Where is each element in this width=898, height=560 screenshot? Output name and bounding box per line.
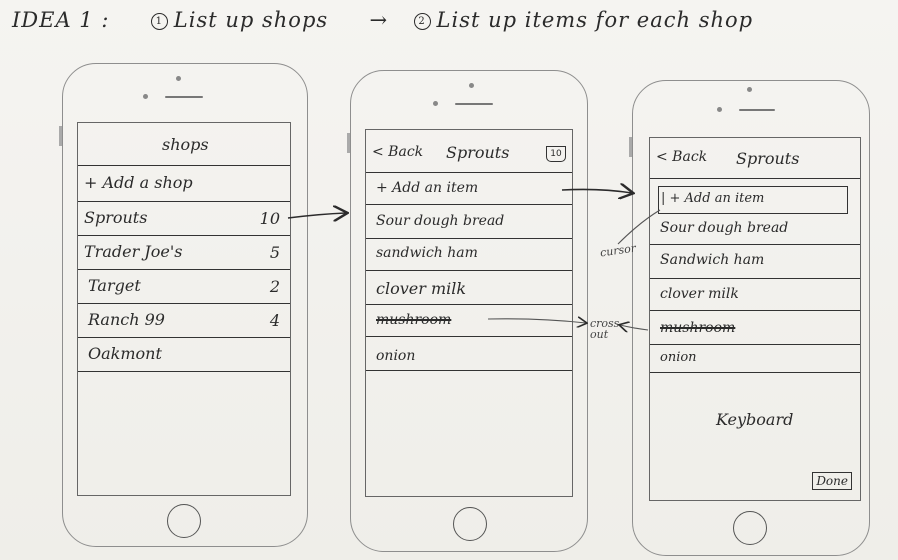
- done-button[interactable]: Done: [812, 472, 852, 490]
- item-row[interactable]: clover milk: [650, 280, 860, 311]
- idea-label: IDEA 1 :: [12, 8, 110, 32]
- home-button[interactable]: [167, 504, 201, 538]
- item-row[interactable]: onion: [650, 346, 860, 373]
- shop-count: 2: [269, 277, 280, 296]
- side-button: [347, 133, 350, 153]
- add-item-input[interactable]: | + Add an item: [658, 186, 848, 214]
- shop-count: 4: [269, 311, 280, 330]
- item-name-crossed: mushroom: [376, 312, 452, 328]
- item-name: onion: [376, 348, 416, 364]
- item-name: clover milk: [660, 286, 739, 302]
- item-name: Sandwich ham: [660, 252, 765, 268]
- item-row[interactable]: Sour dough bread: [366, 206, 572, 239]
- item-name: clover milk: [376, 279, 467, 298]
- shop-name: Trader Joe's: [84, 242, 183, 261]
- side-button: [59, 126, 62, 146]
- phone-add-item: < Back Sprouts | + Add an item Sour doug…: [629, 80, 870, 556]
- camera-dot: [747, 87, 752, 92]
- cross-out-annotation: cross out: [590, 317, 620, 341]
- shop-row[interactable]: Sprouts 10: [78, 203, 290, 236]
- shop-count: 10: [259, 209, 280, 228]
- add-shop-button[interactable]: + Add a shop: [84, 173, 193, 192]
- item-row[interactable]: Sandwich ham: [650, 246, 860, 279]
- sketch-title: IDEA 1 : 1 List up shops → 2 List up items…: [12, 8, 753, 32]
- back-button[interactable]: < Back: [372, 144, 424, 160]
- shops-header: shops: [162, 135, 209, 154]
- screen-add-item: < Back Sprouts | + Add an item Sour doug…: [649, 137, 861, 501]
- title-arrow: →: [369, 8, 389, 32]
- add-shop-row[interactable]: + Add a shop: [78, 167, 290, 202]
- screen-title: Sprouts: [446, 143, 510, 162]
- camera-dot: [717, 107, 722, 112]
- header-row: shops: [78, 123, 290, 166]
- keyboard-placeholder: Keyboard: [716, 410, 794, 429]
- add-item-input-text: | + Add an item: [661, 191, 765, 206]
- shop-name: Sprouts: [84, 208, 148, 227]
- add-item-button[interactable]: + Add an item: [376, 180, 479, 196]
- item-row-crossed[interactable]: mushroom: [650, 312, 860, 345]
- step2-number: 2: [413, 13, 431, 30]
- home-button[interactable]: [453, 507, 487, 541]
- item-name: onion: [660, 350, 697, 365]
- speaker-slot: [165, 96, 203, 98]
- shop-row[interactable]: Oakmont: [78, 339, 290, 372]
- speaker-slot: [455, 103, 493, 105]
- shop-name: Ranch 99: [88, 310, 165, 329]
- phone-items: < Back Sprouts 10 + Add an item Sour dou…: [347, 70, 588, 552]
- item-row[interactable]: sandwich ham: [366, 240, 572, 271]
- shop-row[interactable]: Target 2: [78, 271, 290, 304]
- screen-shops: shops + Add a shop Sprouts 10 Trader Joe…: [77, 122, 291, 496]
- shop-row[interactable]: Ranch 99 4: [78, 305, 290, 338]
- item-row[interactable]: onion: [366, 338, 572, 371]
- item-name: Sour dough bread: [660, 220, 789, 236]
- basket-icon[interactable]: 10: [546, 146, 566, 162]
- camera-dot: [176, 76, 181, 81]
- item-row-crossed[interactable]: mushroom: [366, 306, 572, 337]
- side-button: [629, 137, 632, 157]
- nav-bar: < Back Sprouts 10: [366, 130, 572, 173]
- shop-name: Oakmont: [88, 344, 162, 363]
- item-name-crossed: mushroom: [660, 320, 736, 336]
- step1-number: 1: [150, 13, 168, 30]
- screen-title: Sprouts: [736, 149, 800, 168]
- shop-row[interactable]: Trader Joe's 5: [78, 237, 290, 270]
- home-button[interactable]: [733, 511, 767, 545]
- item-row[interactable]: Sour dough bread: [650, 218, 860, 245]
- item-name: sandwich ham: [376, 245, 478, 261]
- screen-items: < Back Sprouts 10 + Add an item Sour dou…: [365, 129, 573, 497]
- phone-shops: shops + Add a shop Sprouts 10 Trader Joe…: [59, 63, 308, 547]
- item-row[interactable]: clover milk: [366, 272, 572, 305]
- camera-dot: [143, 94, 148, 99]
- item-name: Sour dough bread: [376, 213, 505, 229]
- camera-dot: [469, 83, 474, 88]
- step1-text: List up shops: [173, 8, 329, 32]
- shop-name: Target: [88, 276, 141, 295]
- shop-count: 5: [269, 243, 280, 262]
- basket-count: 10: [550, 149, 562, 159]
- step2-text: List up items for each shop: [436, 8, 754, 32]
- speaker-slot: [739, 109, 775, 111]
- back-button[interactable]: < Back: [656, 149, 708, 165]
- nav-bar: < Back Sprouts: [650, 138, 860, 179]
- camera-dot: [433, 101, 438, 106]
- add-item-row[interactable]: + Add an item: [366, 174, 572, 205]
